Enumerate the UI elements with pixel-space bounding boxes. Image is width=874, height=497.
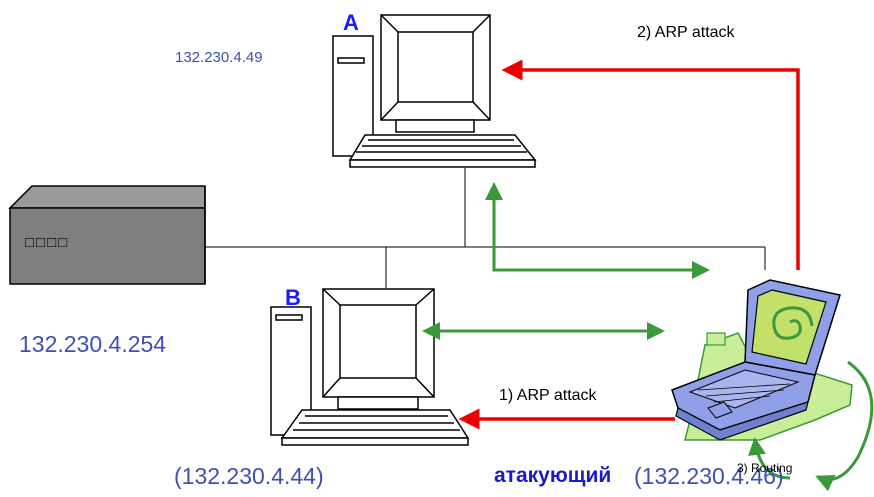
arp-attack-2-label: 2) ARP attack <box>637 24 735 41</box>
host-b-label: B <box>285 285 301 310</box>
host-b-ip: (132.230.4.44) <box>174 463 324 489</box>
router-ip: 132.230.4.254 <box>19 331 167 357</box>
attacker-label: атакующий <box>494 464 612 487</box>
computer-b <box>270 288 470 446</box>
arp-attack-1-label: 1) ARP attack <box>499 387 597 404</box>
routing-label: 3) Routing <box>737 461 793 475</box>
attacker-laptop <box>671 279 853 441</box>
attacker-ip: (132.230.4.46) <box>634 463 784 489</box>
host-a-label: A <box>343 10 359 35</box>
host-a-ip: 132.230.4.49 <box>175 49 263 66</box>
router-device <box>8 185 206 285</box>
routing-loop-arrows <box>748 360 874 492</box>
router-led-icons: □□□□ <box>25 234 70 251</box>
arp-attack-arrows <box>458 59 800 430</box>
computer-a <box>332 14 537 168</box>
traffic-arrows <box>422 182 710 340</box>
